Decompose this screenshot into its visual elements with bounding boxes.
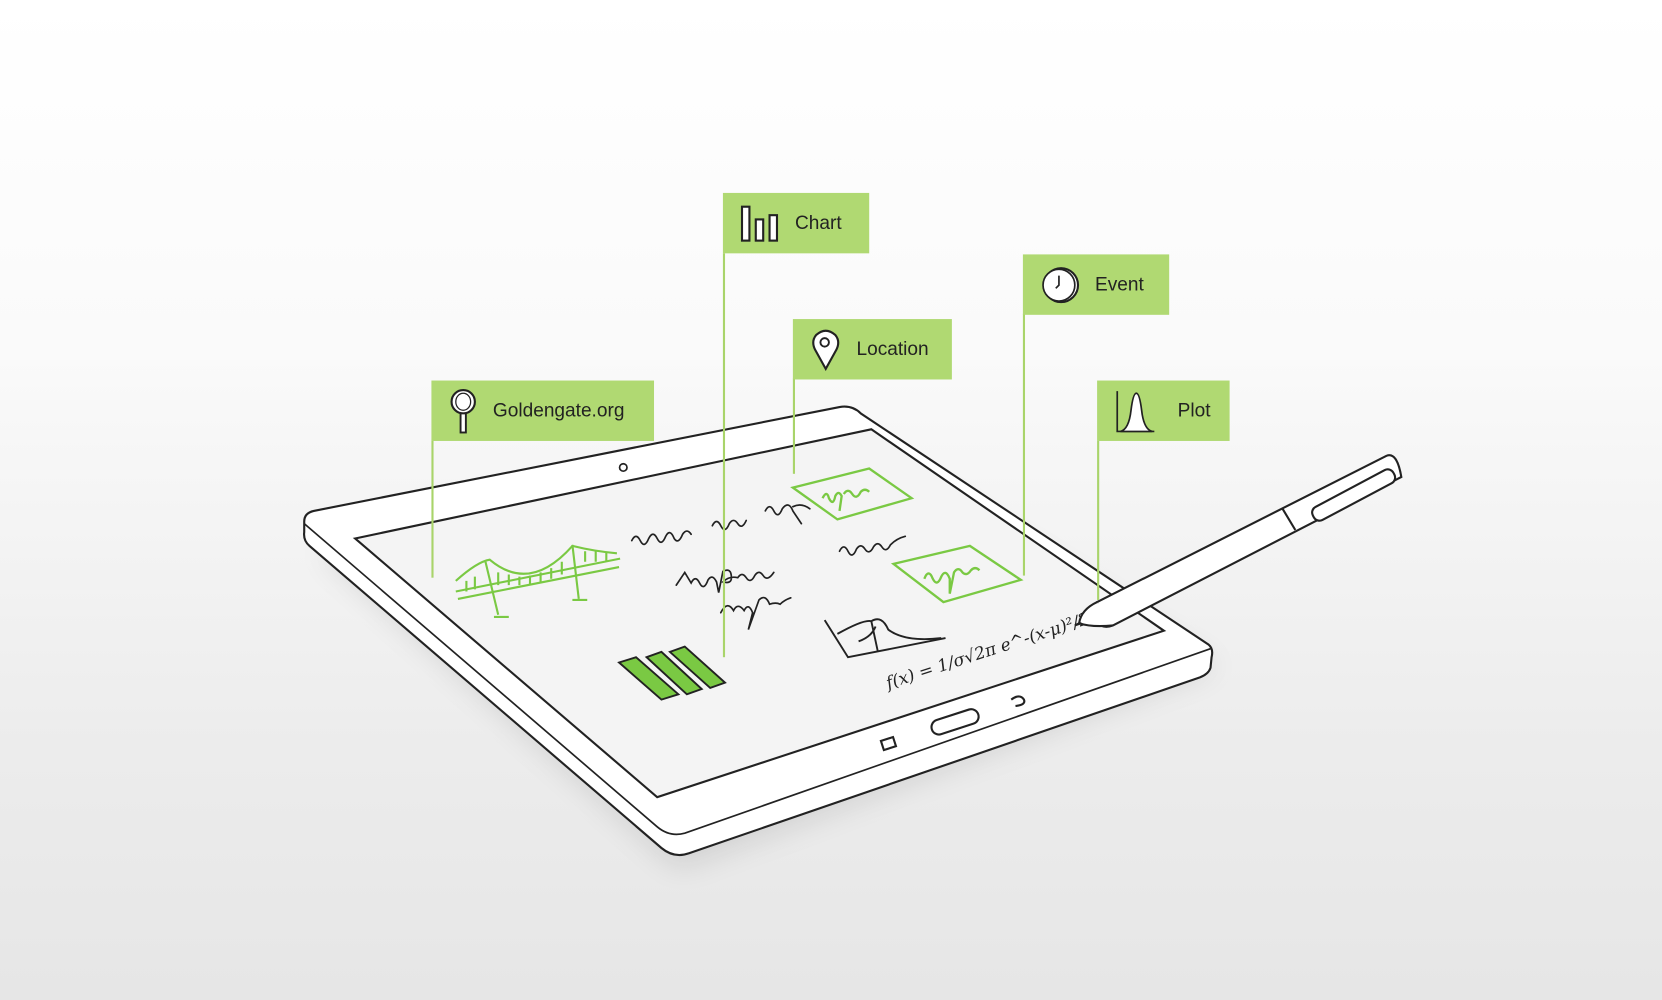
bar-chart-icon <box>740 205 779 242</box>
tag-label: Goldengate.org <box>492 399 625 421</box>
back-button[interactable] <box>1010 695 1026 708</box>
tag-plot[interactable]: Plot <box>1097 380 1230 441</box>
goldengate-connector <box>431 440 434 578</box>
tag-label: Plot <box>1177 399 1211 421</box>
bars-sketch <box>617 645 727 701</box>
tag-label: Chart <box>794 211 842 234</box>
recent-apps-button[interactable] <box>879 735 898 752</box>
tag-label: Event <box>1094 273 1144 295</box>
annotation-boxes <box>790 467 1024 604</box>
home-button[interactable] <box>930 707 981 736</box>
location-connector <box>792 378 795 474</box>
map-pin-icon <box>812 329 840 371</box>
magnifier-icon <box>450 388 476 433</box>
plot-connector <box>1097 440 1100 600</box>
bridge-sketch <box>455 544 621 618</box>
tablet-screen <box>352 428 1167 799</box>
tag-chart[interactable]: Chart <box>722 192 870 254</box>
clock-icon <box>1042 266 1080 303</box>
tag-label: Location <box>856 338 929 360</box>
tag-location[interactable]: Location <box>792 319 952 380</box>
plot-sketch <box>823 618 946 659</box>
stylus-pen <box>1074 454 1403 628</box>
bell-curve-icon <box>1116 390 1155 432</box>
event-connector <box>1022 313 1026 576</box>
chart-connector <box>722 253 726 658</box>
tag-goldengate[interactable]: Goldengate.org <box>431 380 655 441</box>
tag-event[interactable]: Event <box>1022 254 1170 315</box>
camera <box>618 462 628 473</box>
